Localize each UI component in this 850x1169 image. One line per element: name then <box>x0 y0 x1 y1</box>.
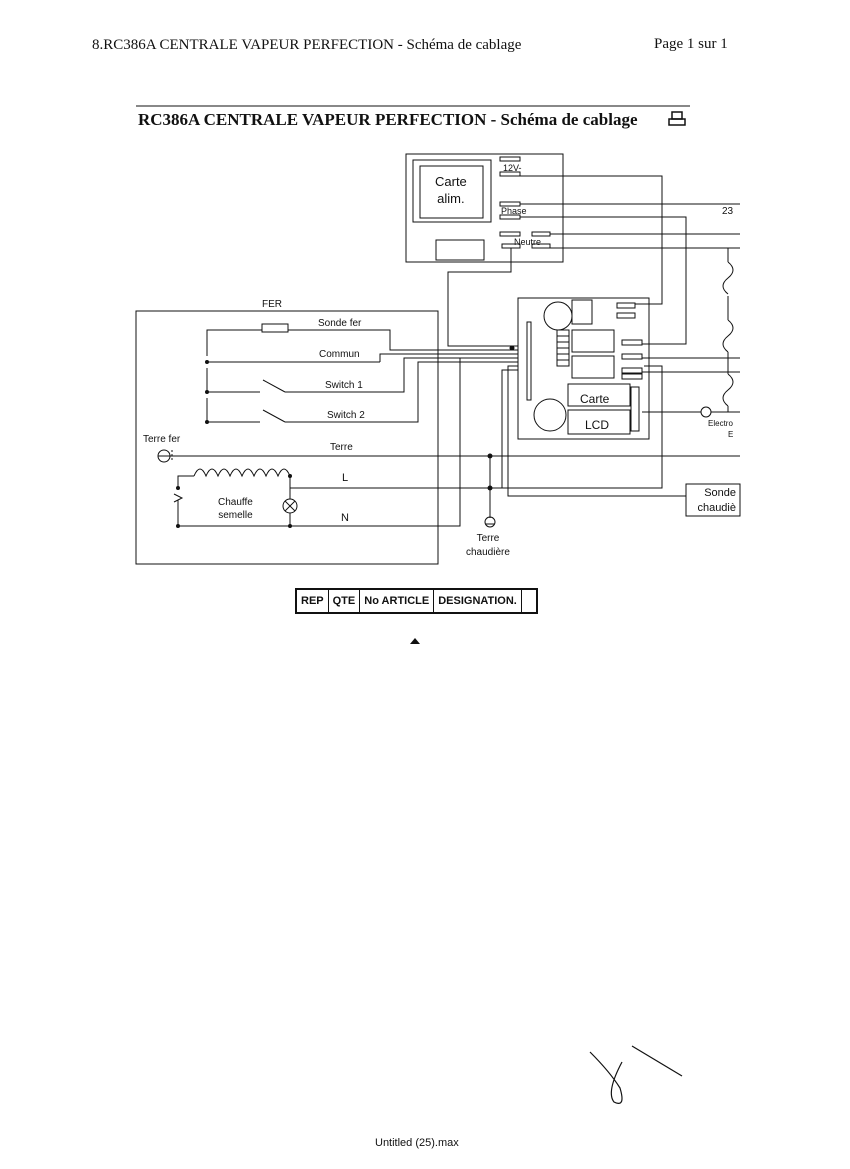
switch2-label: Switch 2 <box>327 410 365 421</box>
heating-element-icon <box>193 468 291 478</box>
sonde-chaudiere-line1: Sonde <box>704 487 736 499</box>
carte-alim-line1: Carte <box>435 174 467 189</box>
electro-line2: E <box>728 430 734 439</box>
n-label: N <box>341 512 349 524</box>
chauffe-semelle-label: Chauffe semelle <box>218 496 253 522</box>
carte-lcd-line2: LCD <box>585 418 610 432</box>
carte-alim-line2: alim. <box>437 191 465 206</box>
terre-chaudiere-ground-icon <box>484 516 496 528</box>
iron-frame <box>135 310 439 565</box>
carte-lcd-line1: Carte <box>580 392 610 406</box>
chauffe-line1: Chauffe <box>218 497 253 508</box>
sonde-chaudiere-box <box>685 483 741 517</box>
sonde-fer-resistor-icon <box>261 323 289 333</box>
col-designation: DESIGNATION. <box>434 590 522 612</box>
carte-alim-label: Carte alim. <box>435 173 467 207</box>
neutre-label: Neutre <box>514 237 542 247</box>
v12-label: 12V- <box>503 163 522 173</box>
handwritten-signature <box>589 1045 683 1104</box>
power-board <box>405 153 564 263</box>
sonde-chaudiere-line2: chaudiè <box>697 502 736 514</box>
page-number: Page 1 sur 1 <box>654 36 728 52</box>
sonde-fer-label: Sonde fer <box>318 318 362 329</box>
terre-chaudiere-line1: Terre <box>476 533 500 544</box>
control-board <box>517 297 650 440</box>
diagram-title: RC386A CENTRALE VAPEUR PERFECTION - Sché… <box>138 110 638 129</box>
electro-line1: Electro <box>708 419 733 428</box>
terre-chaudiere-line2: chaudière <box>466 547 510 558</box>
switch1-label: Switch 1 <box>325 380 363 391</box>
col-empty <box>522 590 536 612</box>
terre-chaudiere-label: Terre chaudière <box>466 532 510 560</box>
chauffe-line2: semelle <box>218 510 253 521</box>
l-label: L <box>342 472 349 484</box>
terre-fer-label: Terre fer <box>143 434 181 445</box>
switch-1-icon <box>262 379 286 393</box>
carte-lcd-label: Carte LCD <box>580 386 609 438</box>
switch-2-icon <box>262 409 286 423</box>
col-qte: QTE <box>329 590 361 612</box>
printer-icon <box>668 111 686 126</box>
col-no-article: No ARTICLE <box>360 590 435 612</box>
document-header-title: 8.RC386A CENTRALE VAPEUR PERFECTION - Sc… <box>92 37 522 53</box>
fer-label: FER <box>262 299 282 310</box>
commun-label: Commun <box>319 349 360 360</box>
electro-label: Electro E <box>708 418 740 440</box>
parts-table-header: REP QTE No ARTICLE DESIGNATION. <box>295 588 538 614</box>
v23-label: 23 <box>722 206 734 217</box>
col-rep: REP <box>297 590 329 612</box>
sonde-chaudiere-label: Sonde chaudiè <box>690 486 736 516</box>
terre-label: Terre <box>330 442 353 453</box>
phase-label: Phase <box>501 206 527 216</box>
footer-filename: Untitled (25).max <box>375 1137 459 1149</box>
